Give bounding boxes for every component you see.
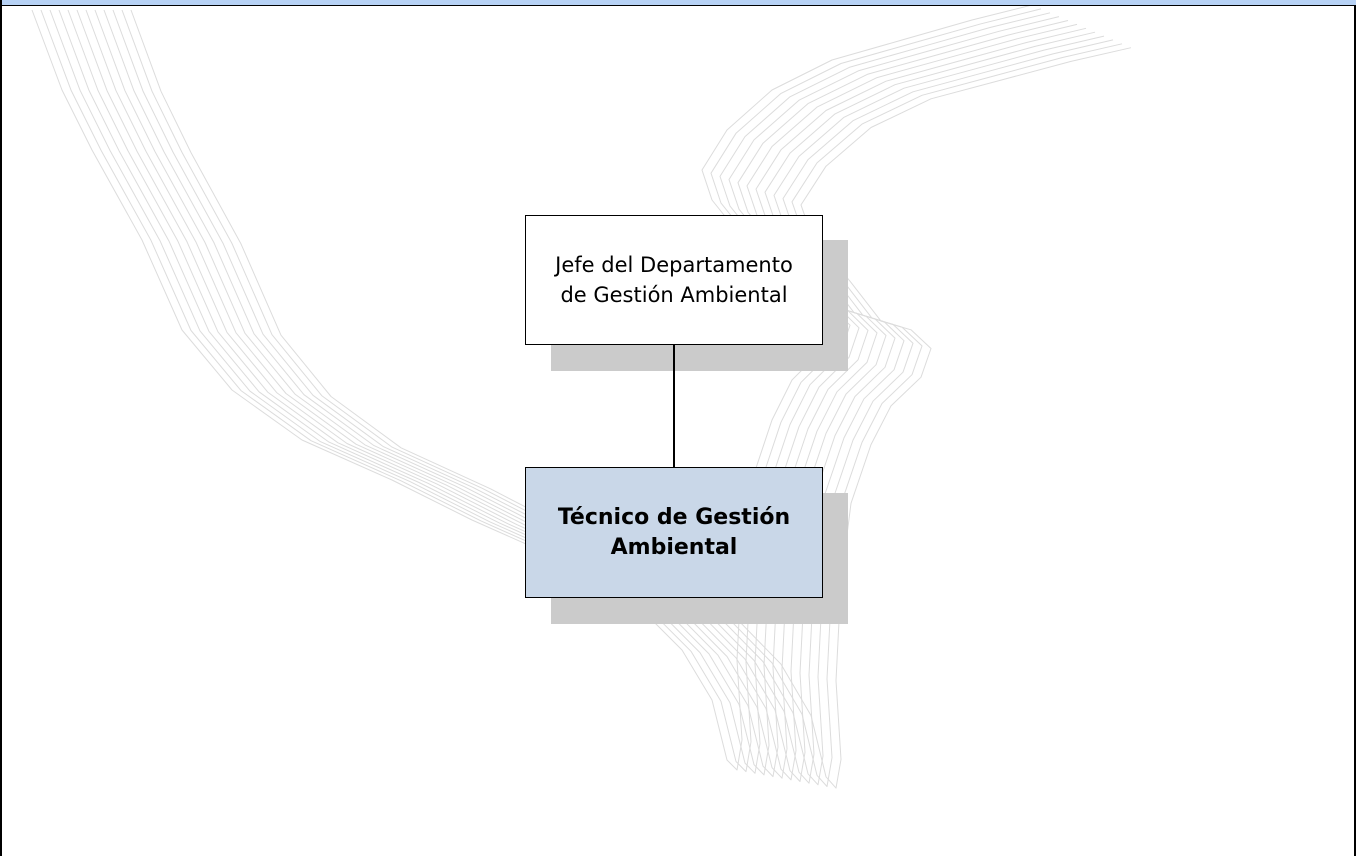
background-wave-line <box>58 9 1060 776</box>
background-wave-line <box>121 9 1123 787</box>
background-wave-line <box>94 9 1096 782</box>
background-wave-line <box>76 9 1078 779</box>
background-wave-line <box>103 9 1105 784</box>
header-bar <box>2 0 1356 6</box>
background-wave-line <box>67 9 1069 778</box>
background-wave-line <box>49 9 1051 774</box>
background-wave-line <box>40 8 1042 773</box>
background-wave-line <box>112 9 1114 786</box>
background-wave-line <box>31 4 1033 771</box>
org-connector-line <box>673 345 675 467</box>
org-node-label: Técnico de Gestión Ambiental <box>557 504 791 560</box>
background-wave-line <box>85 9 1087 781</box>
org-node-jefe-departamento: Jefe del Departamento de Gestión Ambient… <box>525 215 823 345</box>
org-node-tecnico-gestion: Técnico de Gestión Ambiental <box>525 467 823 598</box>
org-node-label: Jefe del Departamento de Gestión Ambient… <box>555 253 793 307</box>
background-wave-line <box>130 9 1132 789</box>
